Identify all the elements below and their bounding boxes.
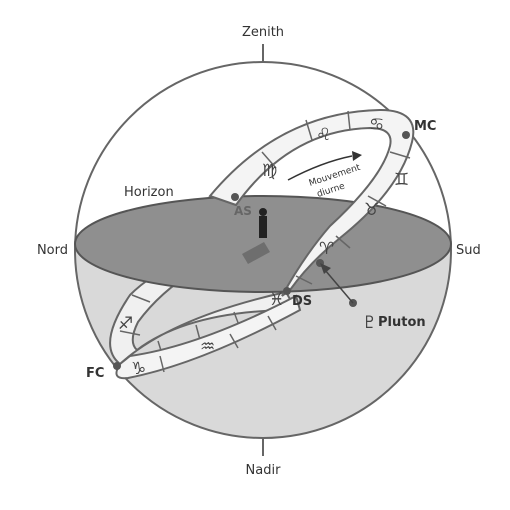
taurus-sign: ♉ bbox=[364, 200, 379, 220]
fc-point bbox=[113, 362, 121, 370]
diurnal-motion-arrowhead bbox=[352, 151, 362, 161]
virgo-sign: ♍ bbox=[262, 161, 277, 181]
as-point bbox=[231, 193, 239, 201]
pluto-pointer bbox=[324, 269, 354, 304]
sud-label: Sud bbox=[456, 243, 481, 258]
aquarius-sign: ♒ bbox=[200, 337, 215, 357]
mc-point bbox=[402, 131, 410, 139]
observer-shadow bbox=[242, 242, 270, 264]
gemini-sign: ♊ bbox=[394, 170, 409, 190]
nadir-label: Nadir bbox=[246, 463, 282, 478]
pisces-sign: ♓ bbox=[269, 290, 284, 310]
leo-sign: ♌ bbox=[316, 125, 331, 145]
as-label: AS bbox=[234, 204, 252, 218]
fc-label: FC bbox=[86, 366, 104, 381]
observer-figure bbox=[259, 216, 267, 238]
cancer-sign: ♋ bbox=[369, 115, 384, 135]
pluton-label: Pluton bbox=[378, 315, 426, 330]
mc-label: MC bbox=[414, 119, 436, 134]
ds-point bbox=[283, 287, 291, 295]
diurnal-motion-arrow bbox=[287, 155, 353, 181]
horizon-label: Horizon bbox=[124, 185, 174, 200]
capricorn-sign: ♑ bbox=[131, 359, 146, 379]
observer-head bbox=[259, 208, 267, 216]
pluto-pointer-head bbox=[320, 263, 331, 274]
pluto-icon: ♇ bbox=[362, 313, 377, 333]
ds-label: DS bbox=[292, 294, 312, 309]
sagittarius-sign: ♐ bbox=[118, 314, 133, 334]
aries-sign: ♈ bbox=[319, 239, 334, 259]
ecliptic-band-front-lower bbox=[115, 294, 302, 380]
nord-label: Nord bbox=[37, 243, 68, 258]
zenith-label: Zenith bbox=[242, 25, 284, 40]
lower-hemisphere bbox=[75, 250, 451, 438]
